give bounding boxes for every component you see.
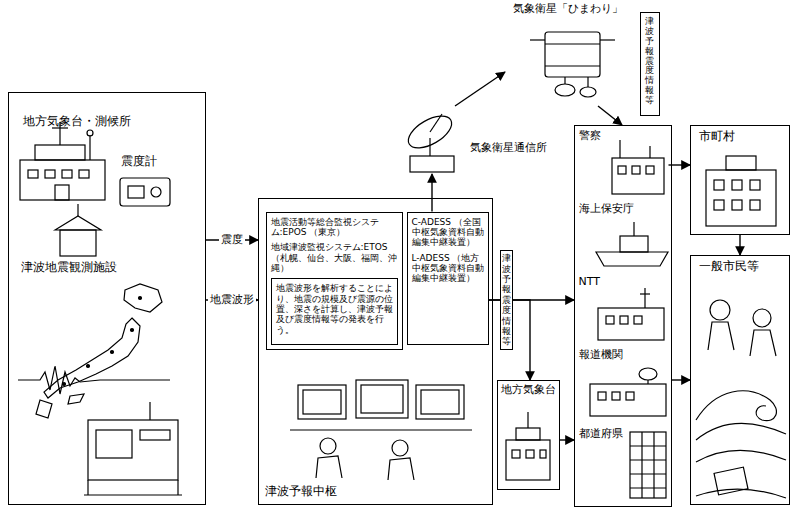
node-text: 地方気象台 <box>501 384 556 397</box>
node-text: 津波予報中枢 <box>265 485 489 499</box>
citizens-and-tsunami <box>696 300 786 498</box>
recipient-panel: 警察海上保安庁 NTT 報道機関都道府県 <box>574 125 672 507</box>
node-text: 地震活動等総合監視システム:EPOS （東京） <box>271 217 398 238</box>
patrol-ship <box>596 222 668 266</box>
node-text: 震度計 <box>121 155 202 169</box>
local-observatory-building <box>506 412 550 480</box>
observation-hut <box>55 204 101 256</box>
recipient-node: 海上保安庁 <box>577 201 669 271</box>
station-building <box>20 122 105 200</box>
note-box: 津波予報 震度情報等 <box>640 12 660 116</box>
node-text: 地域津波監視システム:ETOS （札幌、仙台、大阪、福岡、沖縄） <box>271 242 398 273</box>
node-text: 気象衛星「ひまわり」 <box>513 3 630 16</box>
connector-arrow <box>739 235 740 255</box>
node-text: L-ADESS （地方中枢気象資料自動編集中継装置） <box>412 253 484 284</box>
node-text: 警察 <box>579 130 664 143</box>
media-building <box>590 368 666 416</box>
center-panel: 津波予報中枢 地震活動等総合監視システム:EPOS （東京） 地域津波監視システム:… <box>258 198 493 505</box>
node-text: 市町村 <box>699 130 786 144</box>
recipient-node: 報道機関 <box>577 347 669 419</box>
node-text: 気象衛星通信所 <box>470 142 560 155</box>
operators <box>290 380 472 480</box>
node-text: 地震波形を解析することにより、地震の規模及び震源の位置、深さを計算し、津波予報及… <box>276 283 393 335</box>
recipient-node: NTT <box>577 274 669 344</box>
satellite <box>530 32 615 97</box>
prefecture-building <box>630 432 666 498</box>
city-hall <box>706 156 776 226</box>
connector-arrow <box>206 299 258 300</box>
station-node: 気象衛星通信所 <box>395 106 565 174</box>
recipient-node: 警察 <box>577 128 669 198</box>
source-panel: 地方気象台・測候所震度計津波地震観測施設 <box>8 92 206 505</box>
office-box: 地方気象台 <box>497 380 560 490</box>
process-box: 地震波形を解析することにより、地震の規模及び震源の位置、深さを計算し、津波予報及… <box>271 278 398 345</box>
edge-label: 地震波形 <box>208 293 256 308</box>
japan-map <box>36 284 162 418</box>
connector-arrow <box>598 106 622 125</box>
connector-arrow <box>489 300 531 380</box>
citizens-box: 一般市民等 <box>690 255 790 505</box>
node-text: 一般市民等 <box>699 260 786 274</box>
node-text: 地方気象台・測候所 <box>23 115 202 129</box>
connector-arrow <box>431 174 432 212</box>
connector-arrow <box>455 72 505 106</box>
node-text: NTT <box>579 276 664 289</box>
relay-box: C-ADESS （全国中枢気象資料自動編集中継装置） L-ADESS （地方中枢気… <box>407 212 489 345</box>
connector-arrow <box>672 379 690 380</box>
connector-arrow <box>560 439 574 440</box>
seismogram <box>18 366 170 394</box>
recipient-node: 都道府県 <box>577 422 669 502</box>
municipality-box: 市町村 <box>690 125 790 235</box>
edge-label: 震度 <box>219 233 245 248</box>
node-text: 津波予報 震度情報等 <box>645 17 654 106</box>
node-text: C-ADESS （全国中枢気象資料自動編集中継装置） <box>412 217 484 248</box>
satellite-dish <box>403 110 457 172</box>
police-building <box>612 140 664 194</box>
system-box: 地震活動等総合監視システム:EPOS （東京） 地域津波監視システム:ETOS （… <box>266 212 403 350</box>
edge-label: 津波予報 震度情報等 <box>500 250 513 349</box>
seismometer <box>120 178 170 206</box>
recording-machine <box>84 402 182 495</box>
node-text: 海上保安庁 <box>579 203 664 216</box>
node-text: 都道府県 <box>579 428 664 441</box>
node-text: 津波地震観測施設 <box>21 261 202 275</box>
connector-arrow <box>206 239 258 240</box>
satellite-node: 気象衛星「ひまわり」 <box>505 0 635 106</box>
ntt-building <box>598 288 664 340</box>
node-text: 報道機関 <box>579 349 664 362</box>
